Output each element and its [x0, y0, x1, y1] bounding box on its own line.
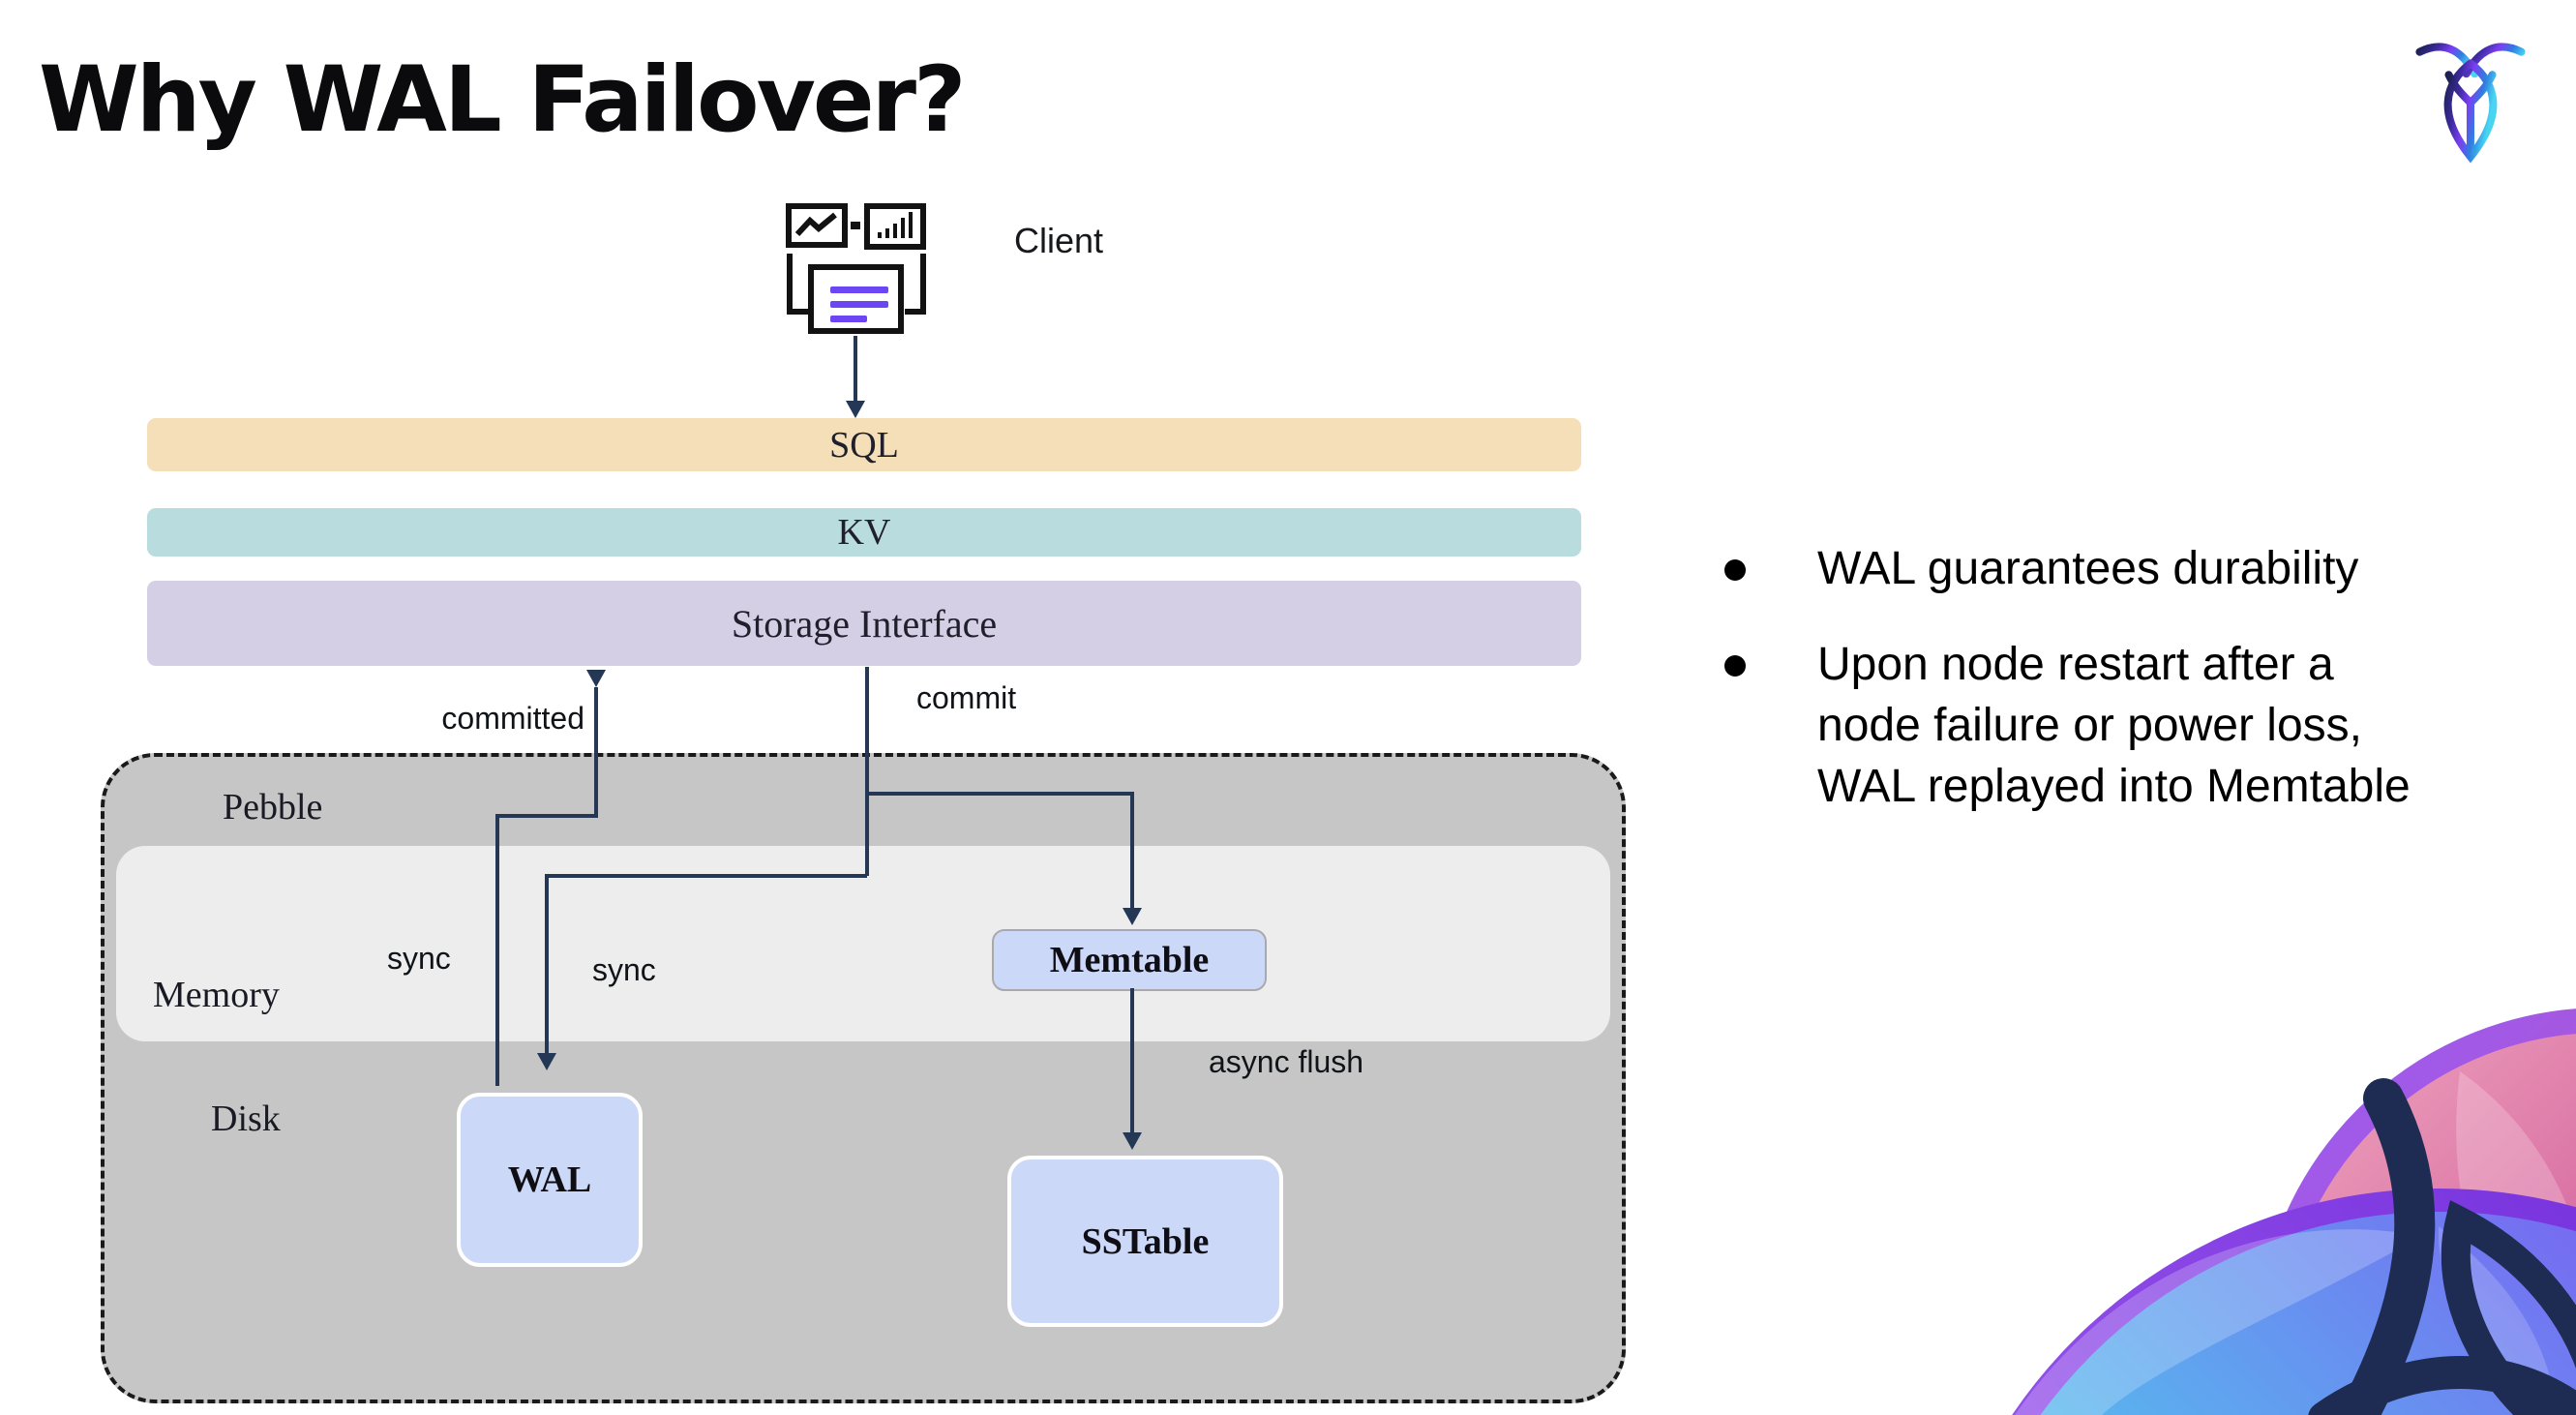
pebble-container: Pebble Memory Disk WAL Memtable SSTable	[101, 753, 1626, 1403]
bar-chart-icon	[864, 203, 926, 250]
cockroach-bubbles-decoration	[2012, 1009, 2576, 1415]
list-item: WAL guarantees durability	[1724, 538, 2576, 599]
sync-left-edge-label: sync	[387, 941, 451, 976]
sql-layer-bar: SQL	[147, 418, 1581, 471]
blue-petal-highlight	[2015, 1229, 2421, 1415]
navy-leaf-outline	[2441, 1200, 2576, 1415]
navy-stem-curve	[2338, 1078, 2436, 1415]
document-icon	[808, 264, 904, 334]
blue-petal-highlight-2	[2438, 1226, 2557, 1410]
sql-layer-label: SQL	[829, 424, 899, 466]
blue-bubble	[2012, 1189, 2576, 1415]
bullet-dot-icon	[1724, 655, 1746, 677]
bullet-text: WAL guarantees durability	[1817, 543, 2359, 594]
dash-connector	[851, 222, 860, 229]
logo-stem	[2444, 71, 2497, 156]
committed-edge-label: committed	[441, 701, 584, 736]
wal-node: WAL	[457, 1093, 643, 1267]
memory-label: Memory	[153, 975, 280, 1015]
client-to-sql-arrowhead	[846, 401, 865, 418]
sstable-node-label: SSTable	[1081, 1220, 1210, 1262]
list-item: Upon node restart after a node failure o…	[1724, 634, 2576, 817]
client-label: Client	[1014, 221, 1104, 260]
bracket-right	[905, 254, 926, 315]
disk-label: Disk	[211, 1099, 281, 1139]
storage-interface-label: Storage Interface	[731, 601, 998, 646]
pink-bubble	[2256, 1009, 2576, 1415]
line-chart-icon	[786, 203, 848, 248]
sstable-node: SSTable	[1007, 1156, 1283, 1327]
wal-node-label: WAL	[507, 1159, 592, 1200]
kv-layer-label: KV	[837, 512, 891, 553]
pebble-label: Pebble	[223, 787, 323, 828]
storage-interface-layer-bar: Storage Interface	[147, 581, 1581, 666]
bracket-left	[787, 254, 808, 315]
navy-lower-curve	[2308, 1356, 2576, 1415]
pink-petal-highlight	[2456, 1071, 2576, 1390]
memtable-node: Memtable	[992, 929, 1267, 991]
cockroachdb-logo-icon	[2415, 43, 2526, 164]
sync-right-edge-label: sync	[592, 952, 656, 987]
async-flush-edge-label: async flush	[1209, 1044, 1364, 1079]
commit-edge-label: commit	[916, 680, 1017, 715]
kv-layer-bar: KV	[147, 508, 1581, 557]
bullet-list: WAL guarantees durability Upon node rest…	[1724, 538, 2576, 852]
bullet-dot-icon	[1724, 559, 1746, 581]
committed-arrowhead	[586, 670, 606, 687]
memtable-node-label: Memtable	[1049, 940, 1210, 980]
page-title: Why WAL Failover?	[39, 47, 967, 153]
bullet-text: Upon node restart after a node failure o…	[1817, 639, 2411, 812]
client-monitors-icon	[779, 198, 934, 339]
memory-region	[116, 846, 1610, 1041]
